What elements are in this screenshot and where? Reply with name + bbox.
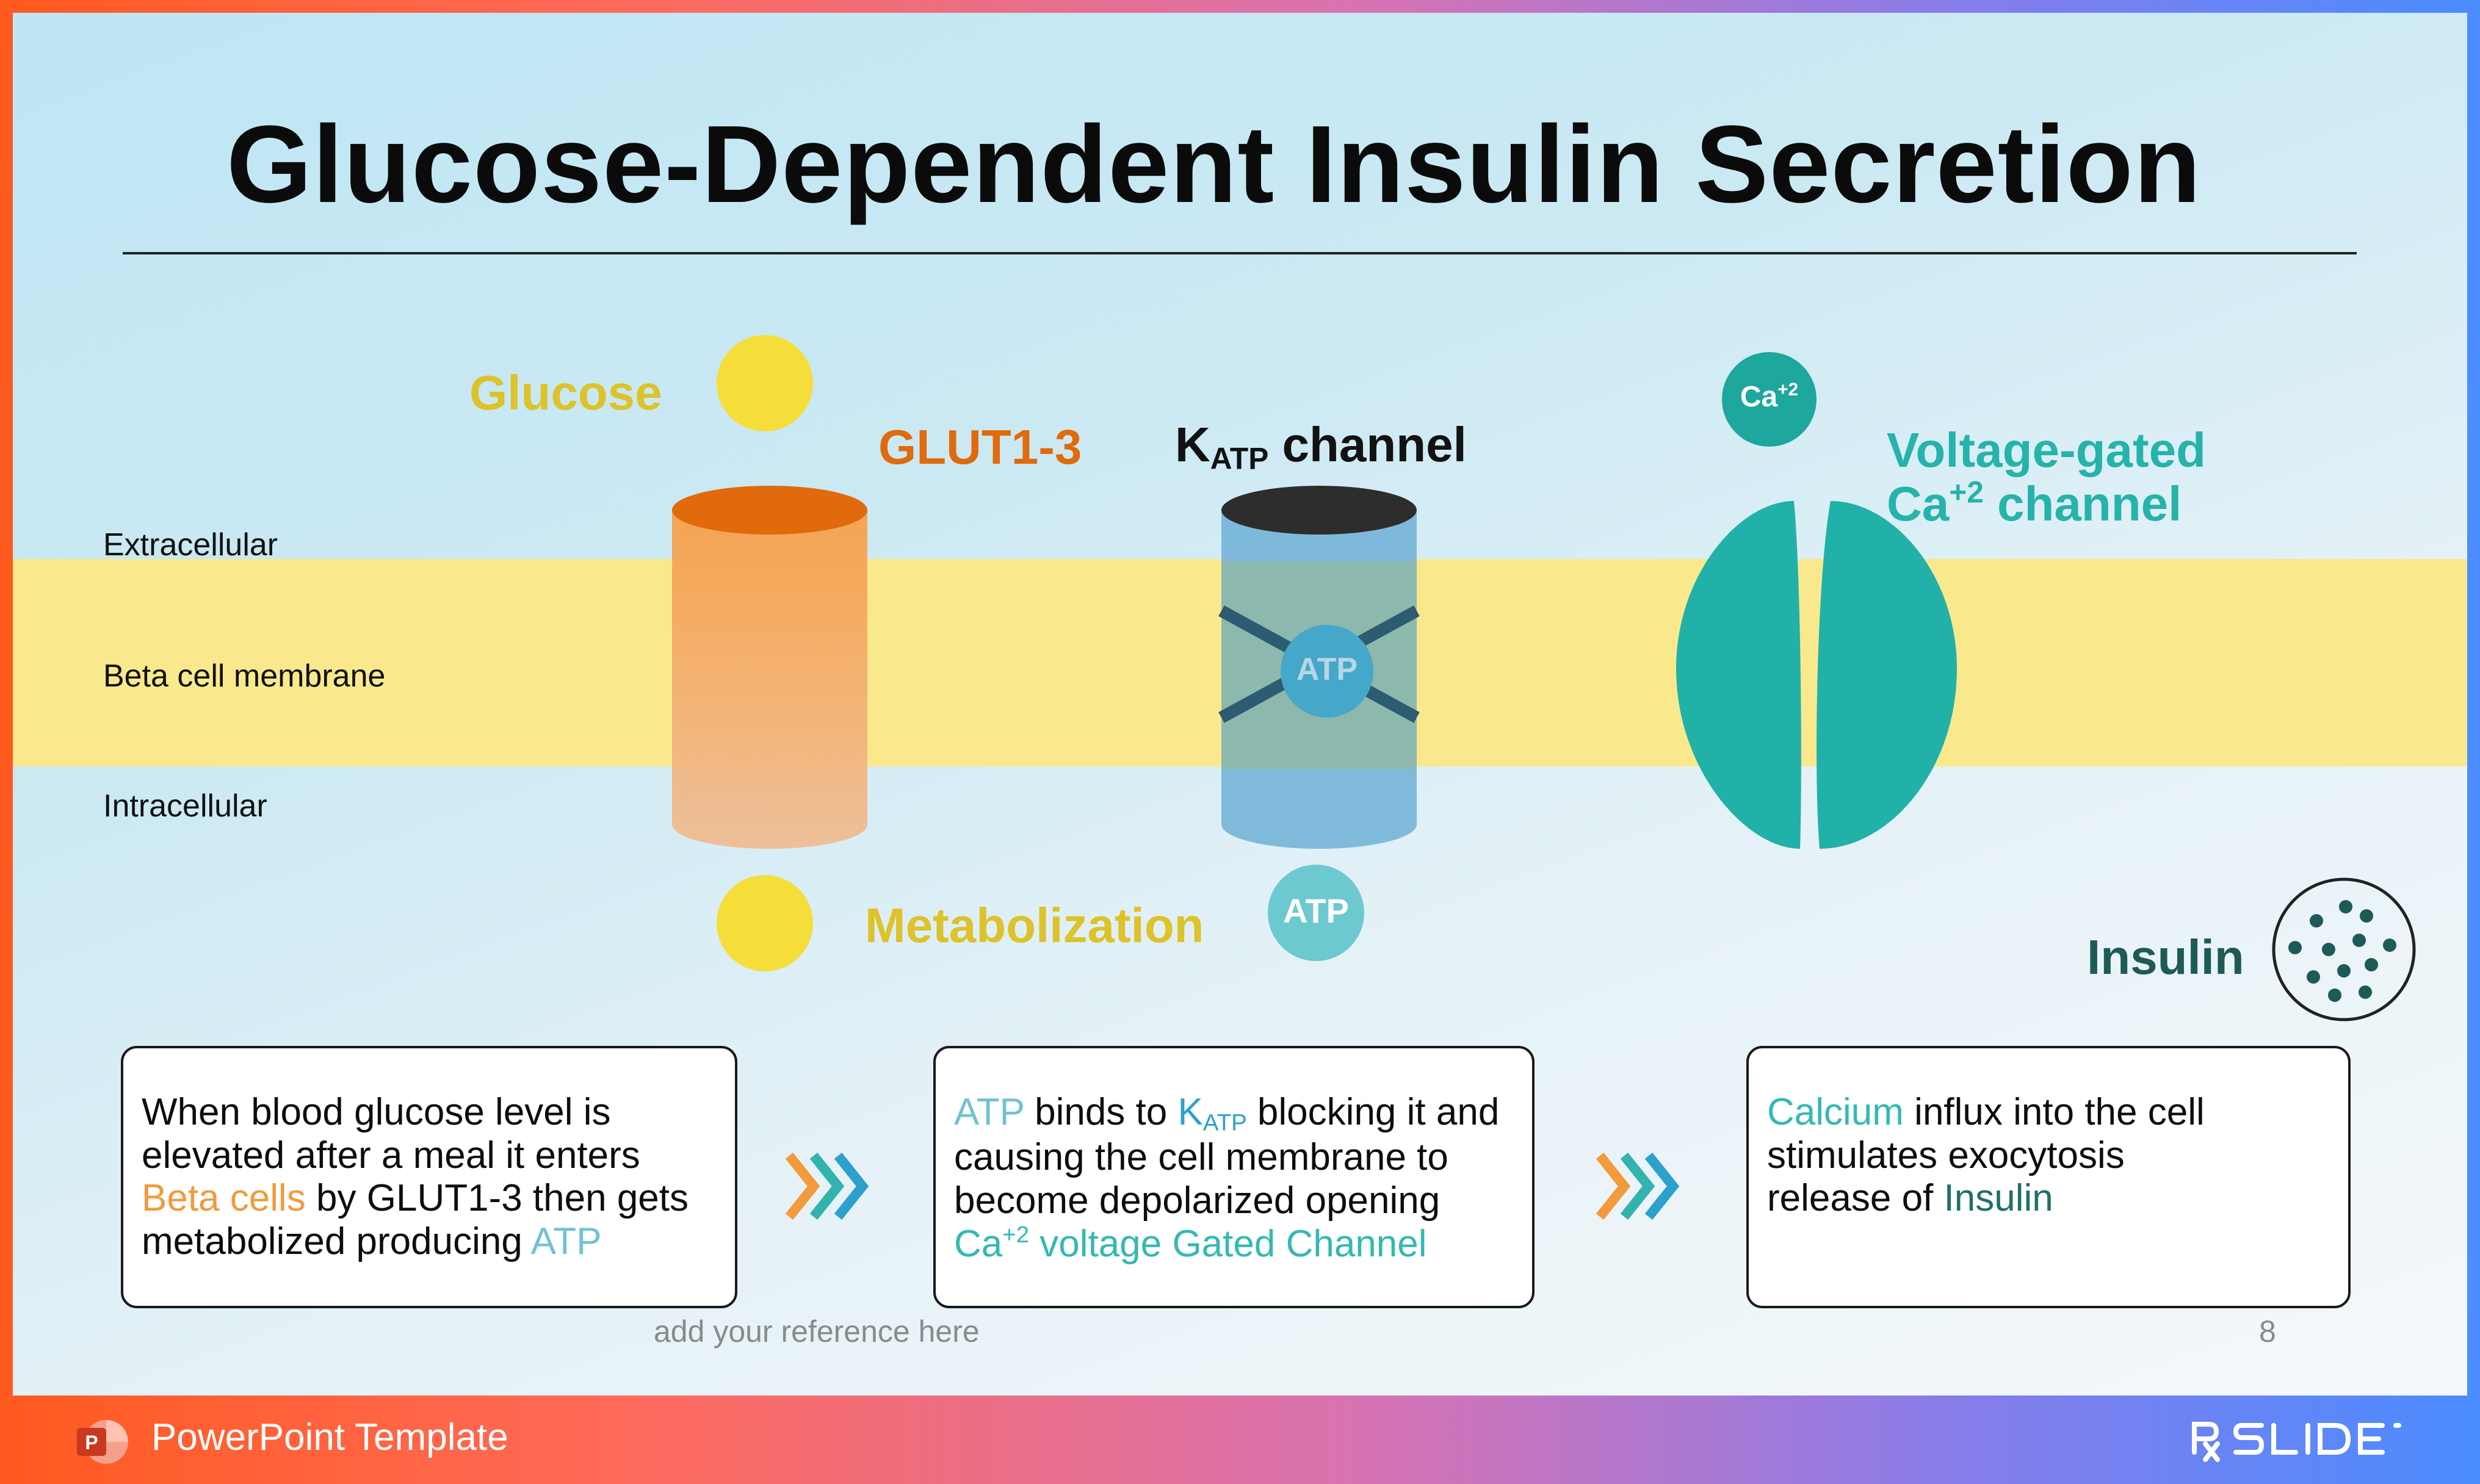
katp-channel-label: KATP channel: [1175, 417, 1467, 476]
atp-molecule-icon: [1268, 865, 1364, 961]
step-card-2: ATP binds to KATP blocking it and causin…: [933, 1046, 1535, 1308]
insulin-label: Insulin: [2087, 930, 2244, 984]
slide-title: Glucose-Dependent Insulin Secretion: [226, 103, 2202, 226]
glut-label: GLUT1-3: [878, 420, 1082, 474]
glucose-molecule-icon: [717, 335, 813, 431]
glucose-label: Glucose: [469, 366, 662, 420]
card1-text-1: When blood glucose level is elevated aft…: [142, 1091, 640, 1176]
atp-molecule-label: ATP: [1283, 891, 1349, 930]
metabolization-label: Metabolization: [865, 898, 1204, 953]
voltage-gated-channel-icon: [1676, 501, 1957, 849]
card2-highlight-katp: KATP: [1177, 1091, 1247, 1136]
page-number: 8: [2259, 1314, 2276, 1349]
chevron-arrow-icon-2: [1596, 1153, 1680, 1220]
footer-title: PowerPoint Template: [151, 1416, 508, 1458]
title-divider: [123, 252, 2357, 254]
card2-highlight-ca-channel: Ca+2 voltage Gated Channel: [954, 1221, 1427, 1265]
step-card-3: Calcium influx into the cell stimulates …: [1746, 1046, 2351, 1308]
chevron-arrow-icon-1: [785, 1153, 869, 1220]
calcium-ion-label: Ca+2: [1740, 380, 1799, 413]
card2-text-1: binds to: [1024, 1091, 1178, 1133]
insulin-granule-icon: [2272, 877, 2416, 1021]
reference-note: add your reference here: [654, 1314, 980, 1349]
calcium-ion-icon: [1722, 352, 1817, 447]
intracellular-label: Intracellular: [103, 788, 267, 824]
metabolized-glucose-icon: [717, 875, 813, 971]
atp-bound-icon: [1281, 625, 1373, 718]
extracellular-label: Extracellular: [103, 527, 278, 563]
glut-transporter-icon: [672, 486, 867, 849]
card2-highlight-atp: ATP: [954, 1091, 1024, 1133]
svg-text:P: P: [85, 1432, 98, 1453]
powerpoint-icon: P: [77, 1420, 128, 1464]
membrane-label: Beta cell membrane: [103, 658, 386, 694]
card3-text-1: influx into the cell stimulates exocytos…: [1767, 1091, 2205, 1220]
card1-highlight-atp: ATP: [530, 1220, 602, 1263]
rx-slides-logo: [2192, 1422, 2401, 1462]
card3-highlight-insulin: Insulin: [1943, 1177, 2053, 1220]
atp-bound-label: ATP: [1296, 652, 1358, 687]
step-card-1: When blood glucose level is elevated aft…: [121, 1046, 737, 1308]
card2-text-2: blocking it and causing the cell membran…: [954, 1091, 1500, 1222]
card3-highlight-calcium: Calcium: [1767, 1091, 1904, 1133]
card1-highlight-beta-cells: Beta cells: [142, 1177, 306, 1220]
slide: Glucose-Dependent Insulin Secretion Extr…: [13, 13, 2467, 1396]
voltage-gated-channel-label: Voltage-gated Ca+2 channel: [1887, 423, 2207, 531]
card1-text-2: by GLUT1-3 then gets metabolized produci…: [142, 1177, 689, 1263]
